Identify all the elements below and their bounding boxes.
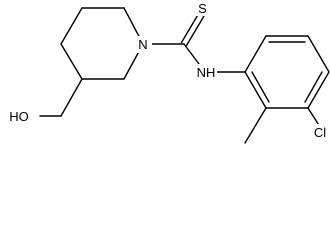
- chlorine-atom-label: Cl: [314, 125, 326, 140]
- bond-ar4: [307, 35, 330, 73]
- bond-methyl: [244, 107, 267, 144]
- bond-cs-s-2: [185, 12, 207, 47]
- bond-ar1: [244, 71, 267, 109]
- bond-c4-c5: [60, 7, 83, 45]
- ring-nitrogen-atom-label: N: [138, 37, 147, 52]
- aromatic-inner-3: [304, 71, 323, 103]
- aromatic-inner-1: [251, 71, 270, 103]
- hydroxyl-label: HO: [9, 109, 29, 124]
- bond-ar6: [244, 35, 267, 73]
- thiocarbonyl-group: [142, 9, 207, 73]
- piperidine-ring: [60, 7, 144, 80]
- aryl-substituents: [244, 107, 323, 144]
- chloromethylphenyl-ring: [204, 35, 330, 109]
- molecule-structure: S N NH Cl HO: [9, 1, 330, 144]
- bond-c3-ch2: [60, 78, 83, 117]
- bond-ar3: [307, 71, 330, 109]
- amide-nh-label: NH: [197, 65, 216, 80]
- hydroxymethyl-group: [39, 78, 83, 117]
- sulfur-atom-label: S: [198, 1, 207, 16]
- bond-c3-c4: [60, 43, 83, 80]
